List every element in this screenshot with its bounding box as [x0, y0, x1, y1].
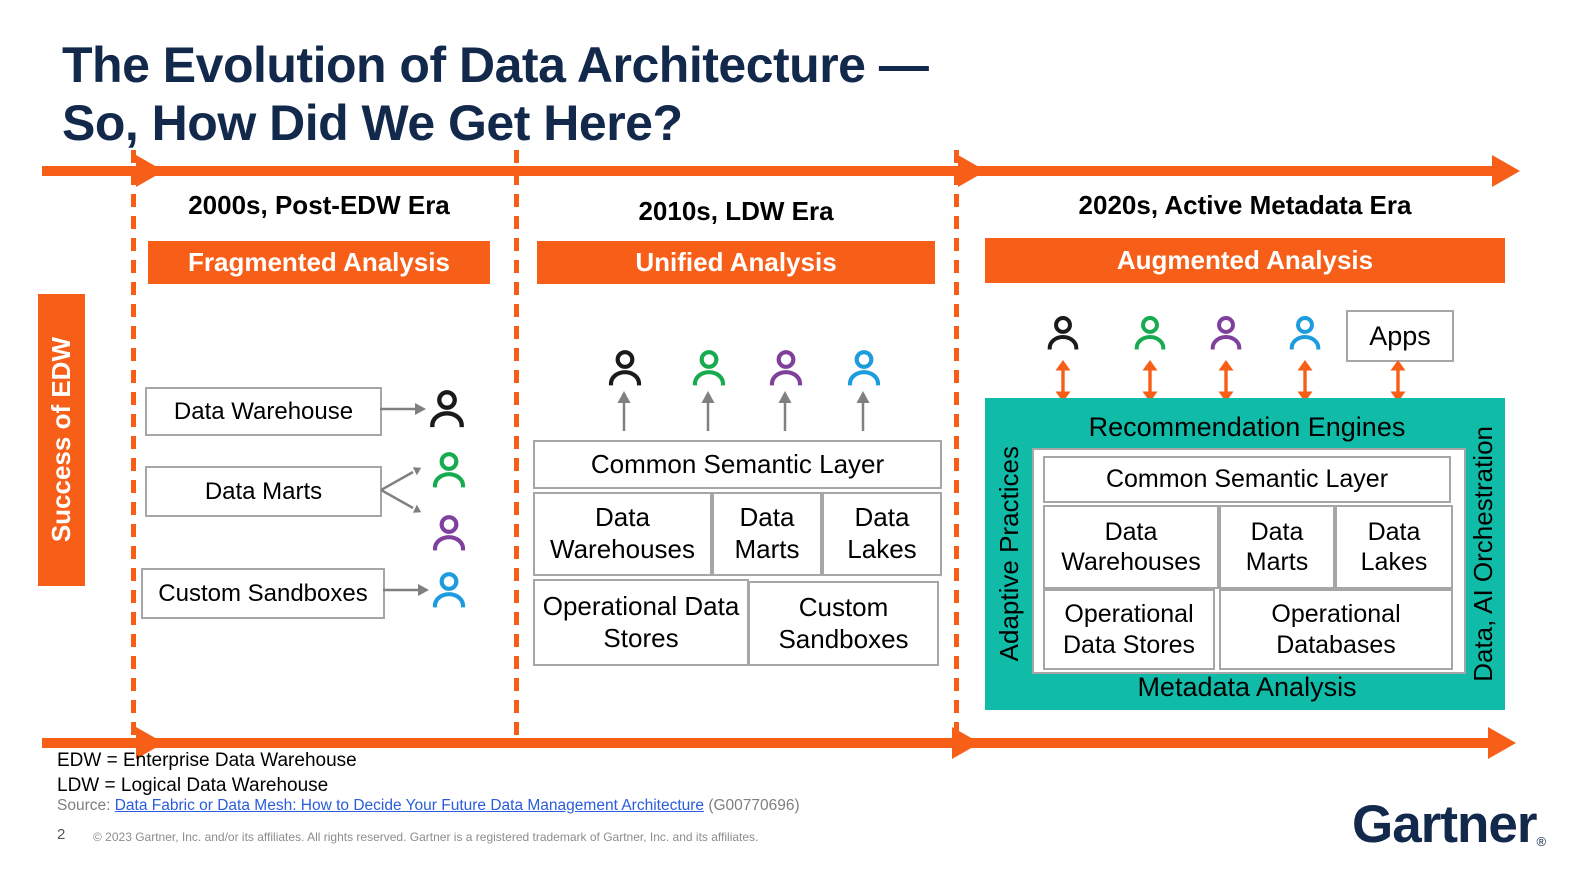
common-semantic-layer-box: Common Semantic Layer — [1043, 456, 1451, 503]
data-warehouses-box: Data Warehouses — [1043, 505, 1219, 589]
gartner-logo: Gartner® — [1352, 795, 1546, 854]
era-heading-2010s: 2010s, LDW Era — [638, 196, 834, 226]
user-icon-green — [1131, 315, 1169, 353]
registered-mark: ® — [1536, 834, 1546, 849]
source-line: Source: Data Fabric or Data Mesh: How to… — [57, 797, 800, 815]
user-icon-purple — [1207, 315, 1245, 353]
column-divider-2 — [514, 150, 519, 746]
source-ref: (G00770696) — [708, 797, 800, 814]
edw-footnote: EDW = Enterprise Data Warehouse — [57, 750, 357, 771]
timeline-bottom-arrowhead-1 — [136, 727, 164, 759]
metadata-analysis-label: Metadata Analysis — [1137, 672, 1357, 702]
fork-arrow-icon — [380, 467, 422, 513]
fragmented-analysis-label: Fragmented Analysis — [187, 247, 450, 277]
column-divider-1 — [131, 150, 136, 746]
source-label: Source: — [57, 797, 111, 814]
success-of-edw-banner: Success of EDW — [38, 294, 85, 586]
up-arrow-icon — [617, 391, 631, 431]
operational-databases-box: Operational Databases — [1219, 589, 1453, 670]
success-of-edw-label: Success of EDW — [46, 337, 76, 543]
recommendation-engines-label: Recommendation Engines — [1088, 411, 1406, 442]
source-link[interactable]: Data Fabric or Data Mesh: How to Decide … — [114, 797, 705, 814]
adaptive-practices-label: Adaptive Practices — [993, 446, 1024, 662]
data-ai-orchestration-label: Data, AI Orchestration — [1467, 426, 1498, 682]
data-marts-box: Data Marts — [712, 492, 822, 576]
user-icon-purple — [766, 349, 806, 389]
custom-sandboxes-box: Custom Sandboxes — [748, 581, 939, 666]
user-icon-blue — [1286, 315, 1324, 353]
up-arrow-icon — [701, 391, 715, 431]
right-arrow-icon — [380, 403, 426, 415]
apps-box: Apps — [1346, 310, 1454, 362]
fragmented-analysis-banner: Fragmented Analysis — [148, 241, 490, 284]
user-icon-blue — [844, 349, 884, 389]
page-number: 2 — [57, 826, 66, 843]
data-warehouse-box: Data Warehouse — [145, 387, 382, 436]
double-arrow-icon — [1390, 360, 1406, 402]
common-semantic-layer-box: Common Semantic Layer — [533, 440, 942, 489]
user-icon-blue — [429, 571, 469, 611]
timeline-top-arrowhead-3 — [1492, 155, 1520, 187]
data-lakes-box: Data Lakes — [1335, 505, 1453, 589]
augmented-analysis-label: Augmented Analysis — [1116, 245, 1374, 275]
augmented-analysis-banner: Augmented Analysis — [985, 238, 1505, 283]
up-arrow-icon — [856, 391, 870, 431]
custom-sandboxes-box: Custom Sandboxes — [141, 568, 385, 619]
user-icon-black — [1044, 315, 1082, 353]
page-title: The Evolution of Data Architecture — So,… — [62, 36, 929, 152]
metadata-inner-panel: Common Semantic Layer Data Warehouses Da… — [1032, 448, 1466, 674]
operational-data-stores-box: Operational Data Stores — [1043, 589, 1215, 670]
double-arrow-icon — [1297, 360, 1313, 402]
data-marts-box: Data Marts — [145, 466, 382, 517]
timeline-top — [42, 166, 1494, 176]
timeline-top-arrowhead-1 — [136, 155, 164, 187]
timeline-top-arrowhead-2 — [958, 155, 986, 187]
data-lakes-box: Data Lakes — [822, 492, 942, 576]
user-icon-black — [605, 349, 645, 389]
operational-data-stores-box: Operational Data Stores — [533, 579, 749, 666]
user-icon-black — [426, 389, 468, 431]
double-arrow-icon — [1218, 360, 1234, 402]
era-heading-2000s: 2000s, Post-EDW Era — [188, 190, 450, 220]
double-arrow-icon — [1142, 360, 1158, 402]
data-warehouses-box: Data Warehouses — [533, 492, 712, 576]
title-line-2: So, How Did We Get Here? — [62, 95, 683, 151]
user-icon-green — [429, 451, 469, 491]
column-divider-3 — [954, 150, 959, 746]
user-icon-purple — [429, 514, 469, 554]
unified-analysis-banner: Unified Analysis — [537, 241, 935, 284]
era-heading-2020s: 2020s, Active Metadata Era — [1078, 190, 1412, 220]
user-icon-green — [689, 349, 729, 389]
timeline-bottom — [42, 738, 1490, 748]
data-marts-box: Data Marts — [1219, 505, 1335, 589]
title-line-1: The Evolution of Data Architecture — — [62, 37, 929, 93]
unified-analysis-label: Unified Analysis — [635, 247, 837, 277]
ldw-footnote: LDW = Logical Data Warehouse — [57, 775, 329, 796]
timeline-bottom-arrowhead-3 — [1488, 727, 1516, 759]
right-arrow-icon — [383, 584, 429, 596]
up-arrow-icon — [778, 391, 792, 431]
double-arrow-icon — [1055, 360, 1071, 402]
copyright-text: © 2023 Gartner, Inc. and/or its affiliat… — [93, 830, 759, 844]
